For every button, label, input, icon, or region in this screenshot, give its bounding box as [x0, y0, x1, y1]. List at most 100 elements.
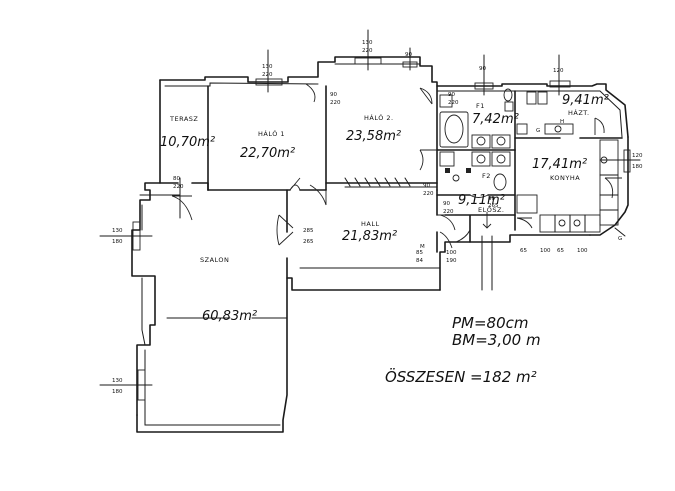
- outer-wall-south-east: [439, 234, 591, 291]
- note-pm: PM=80cm: [452, 314, 529, 332]
- door-konyha-2: [604, 177, 622, 199]
- window-haztart: [549, 80, 571, 88]
- dim-bottom-f: 100: [577, 248, 588, 254]
- dim-terasz-door-top: 80: [173, 176, 180, 182]
- room-name-szalon: SZALON: [200, 256, 229, 264]
- dim-halo2-side-top: 90: [405, 52, 412, 58]
- washbasin-f2-b: [491, 151, 511, 167]
- dim-f1-mid-bottom: 220: [448, 100, 459, 106]
- dim-f2-door-top: 90: [423, 183, 430, 189]
- toilet-f1: [503, 88, 513, 102]
- entrance-arrow: [482, 212, 492, 229]
- column-2: [466, 168, 471, 173]
- room-area-terasz: 10,70m²: [160, 135, 215, 150]
- dim-konyha-right-top: 120: [632, 153, 643, 159]
- dim-bottom-e: 65: [557, 248, 564, 254]
- dim-bottom-d: 100: [540, 248, 551, 254]
- dim-halo2-top-bottom: 220: [362, 48, 373, 54]
- outer-wall-west: [131, 79, 161, 416]
- dim-szalon-left2-bottom: 180: [112, 389, 123, 395]
- washbasin-f1-bowl: [476, 136, 486, 146]
- shower-f2: [439, 151, 455, 167]
- wall-eloszoba: [444, 214, 516, 243]
- dim-halo2-door-bottom: 220: [330, 100, 341, 106]
- outer-wall-south-mid: [136, 277, 441, 433]
- room-area-haztart: 9,41m²: [562, 93, 609, 108]
- outer-wall-east: [589, 136, 629, 236]
- dim-bottom-b-top: 100: [446, 250, 457, 256]
- hatched-partition: [344, 177, 411, 187]
- doors: [171, 83, 622, 249]
- door-halo2-hall: [309, 184, 327, 206]
- dim-hall-left-bottom: 220: [443, 209, 454, 215]
- mark-g-2: G: [618, 236, 622, 242]
- sink-haztart: [554, 125, 562, 133]
- room-name-halo1: HÁLÓ 1: [258, 129, 285, 138]
- interior-walls: [139, 85, 623, 279]
- door-terasz: [171, 195, 193, 221]
- window-konyha-right: [623, 149, 631, 173]
- notes: PM=80cm BM=3,00 m ÖSSZESEN =182 m²: [385, 314, 541, 386]
- room-name-eloszoba: ELŐSZ.: [478, 205, 505, 214]
- window-terasz: [255, 78, 283, 86]
- g-mark-line: [614, 227, 626, 237]
- door-halo1: [289, 177, 301, 191]
- dim-halo2-door-top: 90: [330, 92, 337, 98]
- cabinet-haztart-1: [526, 91, 537, 105]
- dim-bottom-a-top: 85: [416, 250, 423, 256]
- bidet-f1: [504, 101, 514, 112]
- stove-konyha: [573, 219, 581, 227]
- room-name-f2: F2: [482, 172, 491, 180]
- dim-halo2-top-top: 130: [362, 40, 373, 46]
- dim-terasz-top-top: 130: [262, 64, 273, 70]
- washbasin-f2-b-bowl: [496, 154, 506, 164]
- dim-hall-door-bottom: 265: [303, 239, 314, 245]
- column-1: [445, 168, 450, 173]
- door-haztart: [594, 117, 605, 135]
- door-eloszoba-out: [439, 229, 471, 249]
- dim-terasz-top-bottom: 220: [262, 72, 273, 78]
- note-bm: BM=3,00 m: [452, 331, 541, 349]
- door-f1: [419, 149, 437, 171]
- shower-f1: [439, 94, 453, 108]
- room-areas: 10,70m² 22,70m² 23,58m² 21,83m² 60,83m² …: [160, 93, 609, 324]
- door-f2: [469, 194, 489, 198]
- drain-f2: [452, 174, 460, 182]
- dim-bottom-b-bottom: 190: [446, 258, 457, 264]
- toilet-f2: [493, 173, 507, 191]
- cabinet-haztart-2: [537, 91, 548, 105]
- wall-terasz-south: [159, 182, 209, 191]
- counter-haztart: [544, 123, 574, 135]
- dim-hall-door-top: 285: [303, 228, 314, 234]
- room-name-halo2: HÁLÓ 2.: [364, 113, 394, 122]
- dim-f1-mid-top: 90: [448, 92, 455, 98]
- dim-szalon-left1-top: 130: [112, 228, 123, 234]
- door-halo2: [305, 83, 318, 103]
- dim-szalon-left2-top: 130: [112, 378, 123, 384]
- room-names: TERASZ HÁLÓ 1 HÁLÓ 2. HALL SZALON F1 F2 …: [169, 102, 589, 264]
- room-area-szalon: 60,83m²: [202, 309, 257, 324]
- outer-wall-north: [159, 56, 629, 138]
- outer-wall-inner-north: [164, 63, 623, 138]
- fridge-konyha: [516, 194, 538, 214]
- room-area-konyha: 17,41m²: [532, 157, 587, 172]
- bathtub-f1: [439, 111, 469, 148]
- washbasin-f2: [471, 151, 491, 167]
- door-halo2-side: [419, 87, 433, 105]
- dim-hall-left-top: 90: [443, 201, 450, 207]
- window-axis-lines: [99, 29, 641, 386]
- room-area-halo2: 23,58m²: [346, 129, 401, 144]
- mark-h: H: [560, 119, 564, 125]
- washbasin-f1-b: [491, 134, 511, 149]
- dim-szalon-left1-bottom: 180: [112, 239, 123, 245]
- dim-bottom-c: 65: [520, 248, 527, 254]
- machine-haztart: [516, 123, 528, 135]
- dim-terasz-door-bottom: 220: [173, 184, 184, 190]
- room-area-hall: 21,83m²: [342, 229, 397, 244]
- door-hall-eloszoba: [437, 214, 456, 231]
- room-name-hall: HALL: [361, 220, 380, 228]
- dim-eloszoba-door-bottom: 265: [488, 203, 499, 209]
- counter-konyha-east: [599, 139, 619, 226]
- room-area-f1: 7,42m²: [472, 112, 519, 127]
